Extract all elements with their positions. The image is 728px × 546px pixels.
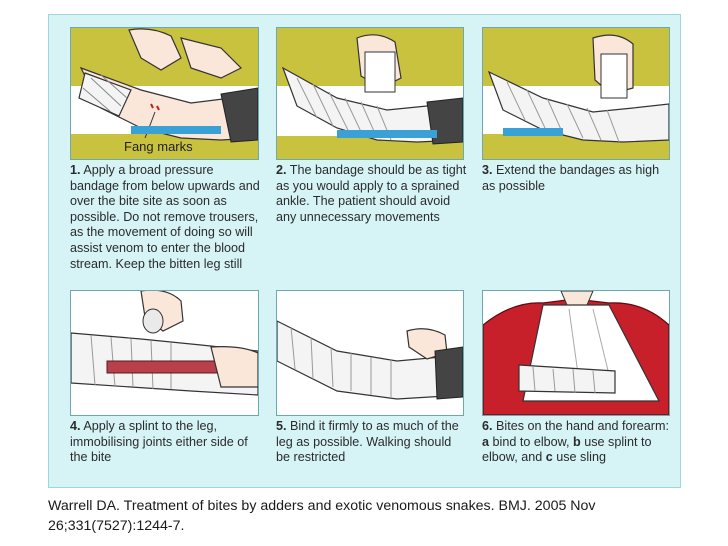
step-3-text: 3. Extend the bandages as high as possib… <box>482 163 672 194</box>
step-6-letter-c: c <box>545 450 553 465</box>
panel-5-image <box>276 290 464 416</box>
step-2-number: 2. <box>276 163 287 177</box>
step-6-text: 6. Bites on the hand and forearm: a bind… <box>482 419 677 466</box>
citation-text: Warrell DA. Treatment of bites by adders… <box>48 498 596 534</box>
step-2-description: The bandage should be as tight as you wo… <box>276 163 467 224</box>
step-4-text: 4. Apply a splint to the leg, immobilisi… <box>70 419 265 466</box>
step-6-b-text: use splint to elbow, and <box>482 434 652 465</box>
step-6-a-text: bind to elbow, <box>492 434 570 449</box>
step-6-description: Bites on the hand and forearm: <box>496 419 669 433</box>
step-6-number: 6. <box>482 419 493 433</box>
fang-marks-label: Fang marks <box>124 139 193 154</box>
step-6-letter-a: a <box>482 434 490 449</box>
panel-1-image <box>70 27 259 160</box>
panel-4-image <box>70 290 259 416</box>
step-1-description: Apply a broad pressure bandage from belo… <box>70 163 260 271</box>
step-5-number: 5. <box>276 419 287 433</box>
step-6-c-text: use sling <box>556 450 606 465</box>
step-2-text: 2. The bandage should be as tight as you… <box>276 163 471 225</box>
step-3-number: 3. <box>482 163 493 177</box>
panel-6-image <box>482 290 670 416</box>
panel-3-image <box>482 27 670 160</box>
panel-2-image <box>276 27 464 160</box>
illustration-board: Fang marks 1. Apply a broad pressure ban… <box>48 14 681 488</box>
step-1-text: 1. Apply a broad pressure bandage from b… <box>70 163 260 272</box>
step-6-letter-b: b <box>573 434 581 449</box>
step-3-description: Extend the bandages as high as possible <box>482 163 660 193</box>
step-5-text: 5. Bind it firmly to as much of the leg … <box>276 419 468 466</box>
step-4-description: Apply a splint to the leg, immobilising … <box>70 419 248 465</box>
step-4-number: 4. <box>70 419 81 433</box>
step-1-number: 1. <box>70 163 81 177</box>
step-5-description: Bind it firmly to as much of the leg as … <box>276 419 459 465</box>
